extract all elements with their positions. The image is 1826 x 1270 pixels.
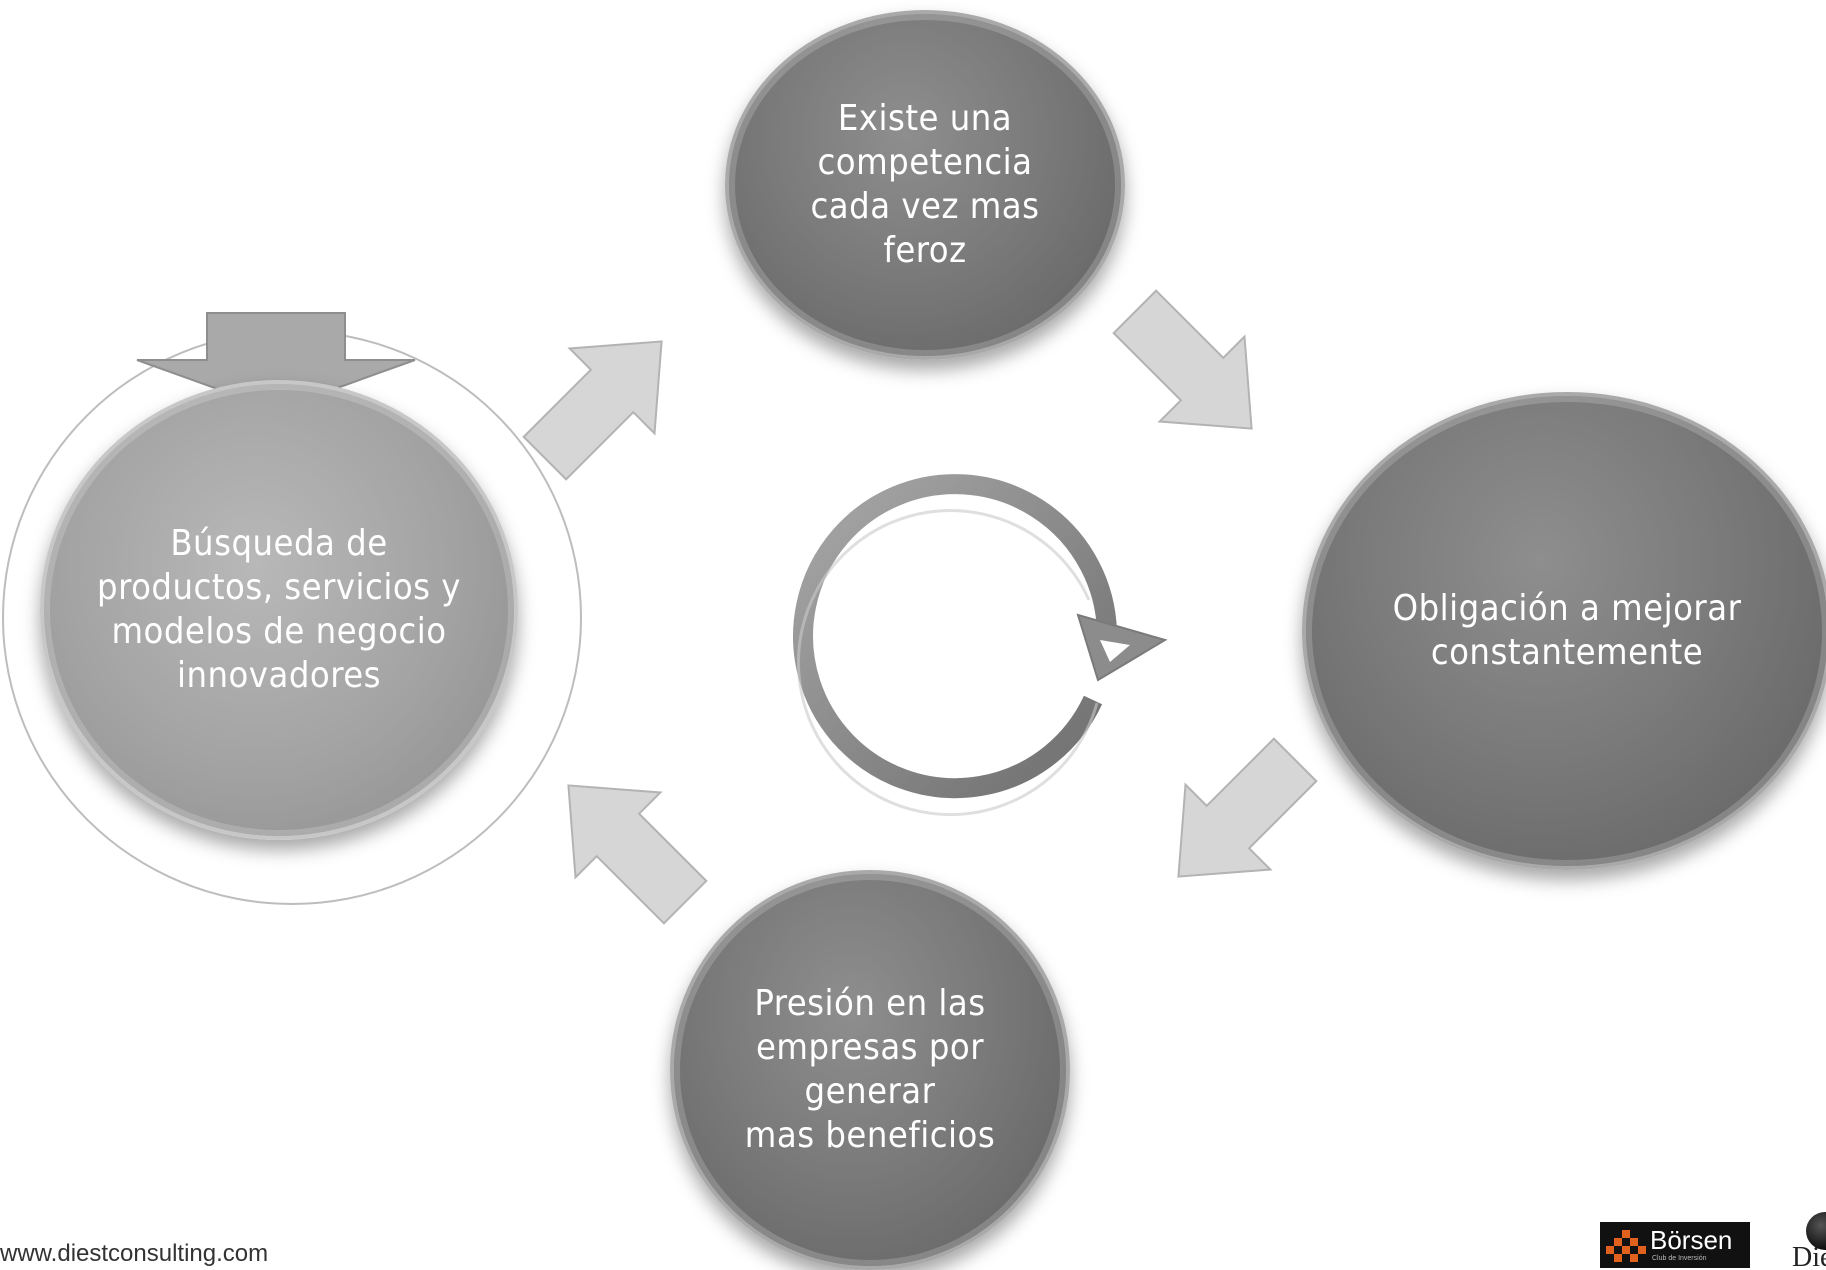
borsen-logo-title: Börsen (1650, 1225, 1733, 1255)
borsen-logo: Börsen Club de Inversión (1600, 1222, 1750, 1268)
node-pressure: Presión en las empresas por generar mas … (670, 870, 1070, 1270)
arrow-bottom-to-left (567, 784, 708, 925)
arrow-right-to-bottom (1177, 737, 1318, 878)
cycle-arrow (793, 474, 1168, 817)
diest-ball-icon (1806, 1212, 1826, 1250)
borsen-logo-subtitle: Club de Inversión (1652, 1255, 1707, 1262)
arrow-down-highlight (136, 312, 416, 412)
node-innovation: Búsqueda de productos, servicios y model… (40, 380, 518, 840)
node-competition: Existe una competencia cada vez mas fero… (725, 10, 1125, 360)
diest-logo: Diest (1788, 1212, 1826, 1268)
borsen-mark-icon (1606, 1230, 1646, 1262)
diest-logo-word: Diest (1792, 1242, 1826, 1269)
footer-website-link[interactable]: www.diestconsulting.com (0, 1240, 269, 1267)
node-pressure-label: Presión en las empresas por generar mas … (744, 983, 996, 1156)
node-improvement: Obligación a mejorar constantemente (1302, 392, 1826, 870)
node-innovation-label: Búsqueda de productos, servicios y model… (97, 523, 461, 696)
arrow-left-to-top (522, 340, 663, 481)
arrow-top-to-right (1112, 289, 1253, 430)
node-improvement-label: Obligación a mejorar constantemente (1392, 588, 1742, 673)
node-competition-label: Existe una competencia cada vez mas fero… (810, 98, 1040, 271)
